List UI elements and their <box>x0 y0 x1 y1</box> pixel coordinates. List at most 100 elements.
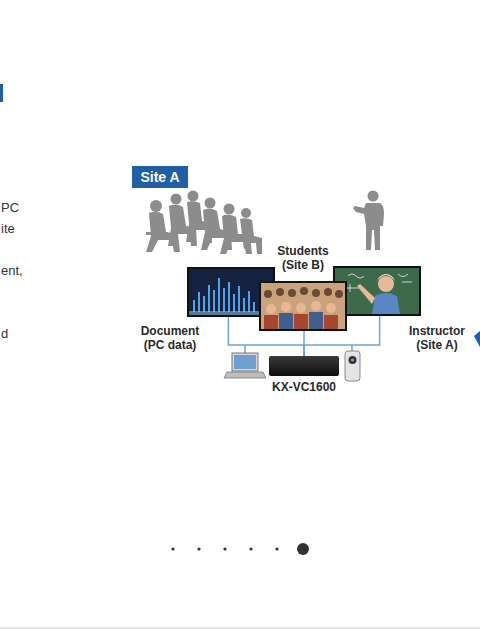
document-screen <box>193 300 195 312</box>
node-caption: KX-VC1600 <box>254 380 354 394</box>
students-screen <box>261 283 345 329</box>
camera-icon <box>351 359 354 362</box>
students-screen <box>264 287 343 298</box>
page-dots <box>249 547 252 550</box>
students-screen <box>324 315 338 329</box>
students-silhouette <box>241 208 251 218</box>
students-screen <box>311 301 321 311</box>
screen-node: Document (PC data) <box>187 267 275 317</box>
page-dots <box>275 547 278 550</box>
side-text: ite <box>1 221 15 236</box>
document-screen <box>213 290 215 312</box>
signal-line <box>304 316 380 356</box>
signal-line <box>228 317 304 356</box>
students-screen <box>266 304 276 314</box>
page-dots <box>297 543 309 555</box>
students-screen <box>279 312 323 329</box>
students-screen <box>266 301 336 314</box>
instructor-silhouette <box>353 191 384 251</box>
side-text: PC <box>1 200 19 215</box>
students-silhouette <box>218 234 242 237</box>
students-silhouette <box>171 194 182 205</box>
side-text: d <box>1 326 8 341</box>
codec-unit: KX-VC1600 <box>269 356 339 376</box>
instructor-screen <box>378 276 394 292</box>
students-screen <box>324 288 332 296</box>
document-screen <box>208 285 210 312</box>
instructor-screen <box>402 282 412 283</box>
document-screen <box>233 294 235 312</box>
students-screen <box>300 287 308 295</box>
page-dots <box>223 547 226 550</box>
document-screen <box>203 296 205 312</box>
students-screen <box>264 314 338 329</box>
site-name: Site A <box>140 169 179 185</box>
instructor-screen <box>348 274 364 278</box>
instructor-screen <box>377 274 395 281</box>
screen-node: Students (Site B) <box>259 281 347 331</box>
laptop-icon <box>224 353 266 378</box>
instructor-screen <box>345 274 412 292</box>
students-screen <box>259 281 347 331</box>
footer-rule <box>0 628 480 629</box>
document-screen <box>194 278 254 312</box>
students-silhouette <box>146 232 168 235</box>
screen-node: Instructor (Site A) <box>333 266 421 316</box>
laptop-icon <box>234 355 256 369</box>
camera-icon <box>345 351 360 381</box>
document-screen <box>248 291 250 312</box>
device-stubs <box>351 345 353 351</box>
document-screen <box>238 286 240 312</box>
page-dots <box>171 547 174 550</box>
document-screen <box>243 298 245 312</box>
instructor-silhouette <box>353 203 384 250</box>
students-screen <box>335 290 343 298</box>
students-screen <box>296 303 306 313</box>
students-silhouette <box>224 204 235 215</box>
camera-icon <box>349 356 357 364</box>
students-screen <box>294 314 308 329</box>
device-stubs <box>245 345 352 353</box>
document-screen <box>198 292 200 312</box>
students-screen <box>264 315 278 329</box>
students-silhouette <box>205 198 216 209</box>
students-screen <box>259 281 347 331</box>
instructor-screen <box>372 293 400 314</box>
instructor-silhouette <box>368 191 379 202</box>
node-caption: Document (PC data) <box>137 324 203 352</box>
students-silhouette <box>188 191 199 202</box>
students-screen <box>279 313 293 329</box>
students-screen <box>281 302 291 312</box>
students-screen <box>309 312 323 329</box>
students-screen <box>264 290 272 298</box>
side-text: ent, <box>1 263 23 278</box>
students-silhouette <box>146 191 262 255</box>
device-stubs <box>244 345 246 353</box>
laptop-icon <box>224 372 266 378</box>
camera-icon <box>345 351 360 381</box>
instructor-screen <box>335 268 419 314</box>
document-screen <box>223 288 225 312</box>
students-silhouette <box>150 200 162 212</box>
node-caption: Students (Site B) <box>268 244 338 272</box>
next-arrow <box>474 331 480 347</box>
students-screen <box>326 303 336 313</box>
document-screen <box>253 302 255 312</box>
page-dots <box>197 547 200 550</box>
students-silhouette <box>240 218 262 254</box>
site-label: Site A <box>132 166 188 188</box>
instructor-screen <box>398 274 408 277</box>
students-screen <box>312 289 320 297</box>
students-screen <box>276 288 284 296</box>
students-screen <box>288 289 296 297</box>
instructor-screen <box>345 284 359 292</box>
instructor-screen <box>357 284 375 304</box>
laptop-icon <box>232 353 258 371</box>
node-caption: Instructor (Site A) <box>404 324 470 352</box>
title-bar <box>0 84 3 102</box>
document-screen <box>218 278 220 312</box>
document-screen <box>228 282 230 312</box>
